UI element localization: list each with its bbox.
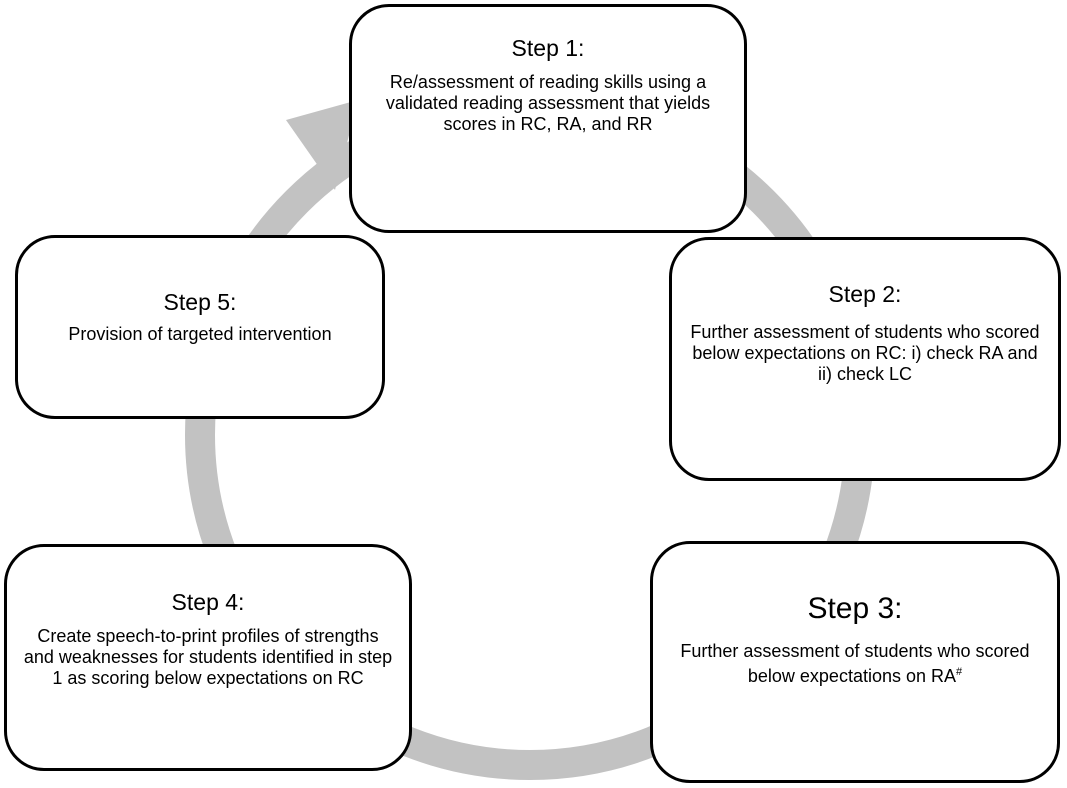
step-1-text: Re/assessment of reading skills using a … (385, 72, 711, 134)
step-5-title: Step 5: (163, 289, 237, 315)
step-2-text: Further assessment of students who score… (690, 322, 1040, 384)
step-3-text: Further assessment of students who score… (680, 641, 1030, 686)
step-4-title: Step 4: (171, 589, 245, 615)
step-3-body: Further assessment of students who score… (653, 641, 1057, 687)
step-5-text: Provision of targeted intervention (68, 324, 332, 344)
step-1-title: Step 1: (511, 35, 585, 61)
cycle-arrowhead (286, 100, 358, 190)
step-2-box: Step 2: Further assessment of students w… (669, 237, 1061, 481)
step-3-box: Step 3: Further assessment of students w… (650, 541, 1060, 783)
step-5-box: Step 5: Provision of targeted interventi… (15, 235, 385, 419)
step-4-text: Create speech-to-print profiles of stren… (23, 626, 393, 688)
step-4-box: Step 4: Create speech-to-print profiles … (4, 544, 412, 771)
step-3-title: Step 3: (807, 592, 903, 625)
step-1-box: Step 1: Re/assessment of reading skills … (349, 4, 747, 233)
step-2-title: Step 2: (828, 281, 902, 307)
step-3-footnote-mark: # (956, 666, 963, 678)
